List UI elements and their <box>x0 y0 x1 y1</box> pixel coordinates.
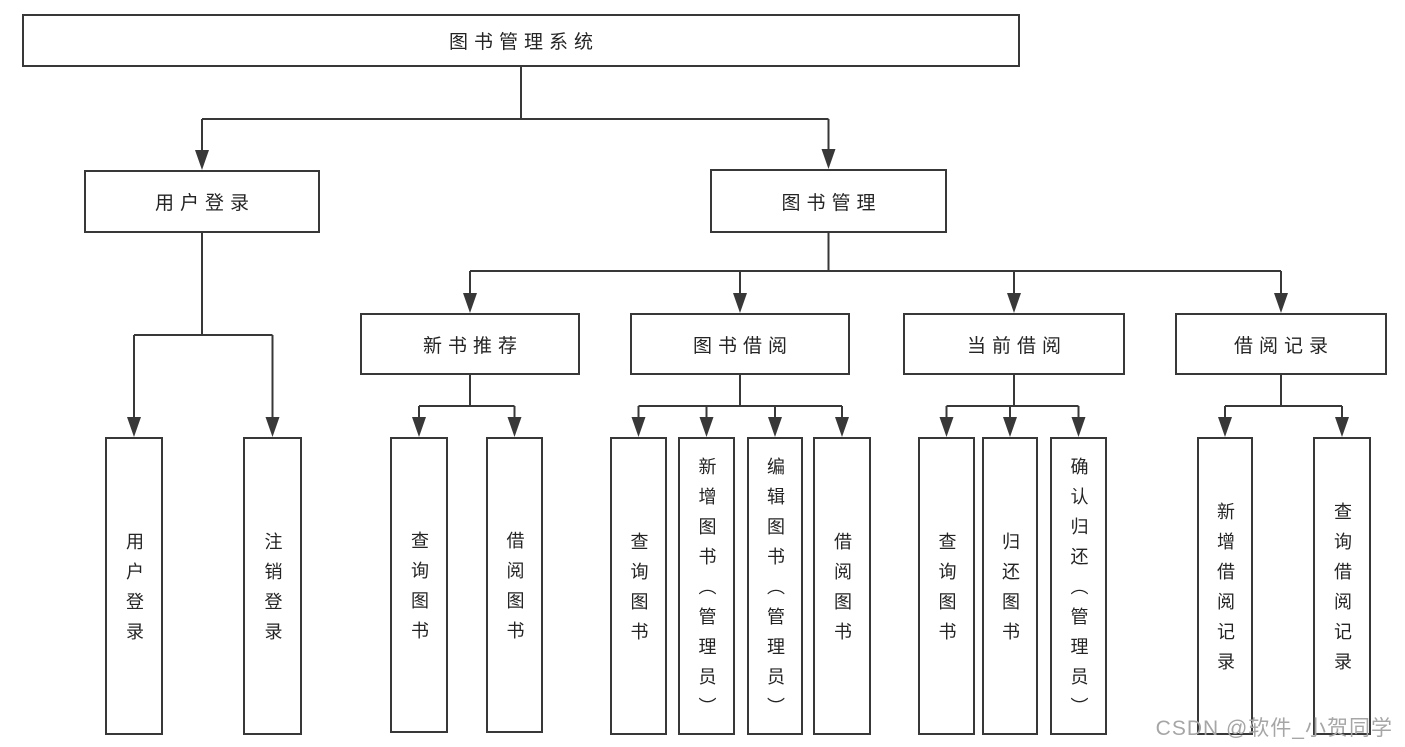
box-label-user-login: 用户登录 <box>154 193 255 214</box>
box-label-borrowing-records: 借阅记录 <box>1233 335 1334 357</box>
arrowhead-icon <box>835 417 849 437</box>
box-v-return-books: 归还图书 <box>982 437 1038 735</box>
box-v-confirm-return: 确认归还（管理员） <box>1050 437 1107 735</box>
box-label-v-edit-books: 编辑图书（管理员） <box>765 457 785 727</box>
box-v-user-login: 用户登录 <box>105 437 163 735</box>
box-label-v-user-login: 用户登录 <box>124 532 144 652</box>
watermark: CSDN @软件_小贺同学 <box>1155 717 1393 740</box>
arrowhead-icon <box>1007 293 1021 313</box>
arrowhead-icon <box>195 150 209 170</box>
box-label-v-return-books: 归还图书 <box>1000 532 1020 652</box>
box-label-v-query-books-3: 查询图书 <box>936 532 957 652</box>
arrowhead-icon <box>1071 417 1086 437</box>
box-user-login: 用户登录 <box>84 170 320 233</box>
box-label-v-borrow-books-2: 借阅图书 <box>832 532 852 652</box>
arrowhead-icon <box>127 417 141 437</box>
box-v-add-borrow-record: 新增借阅记录 <box>1197 437 1253 735</box>
box-v-borrow-books-1: 借阅图书 <box>486 437 543 733</box>
box-label-v-logout: 注销登录 <box>262 532 283 652</box>
arrowhead-icon <box>507 417 522 437</box>
box-label-v-confirm-return: 确认归还（管理员） <box>1068 457 1089 727</box>
box-v-query-books-3: 查询图书 <box>918 437 975 735</box>
arrowhead-icon <box>1335 417 1349 437</box>
box-label-v-query-borrow-record: 查询借阅记录 <box>1332 502 1352 682</box>
box-v-query-books-2: 查询图书 <box>610 437 667 735</box>
box-label-book-management: 图书管理 <box>781 192 882 214</box>
arrowhead-icon <box>768 417 782 437</box>
box-label-root: 图书管理系统 <box>448 32 599 53</box>
box-new-book-recommend: 新书推荐 <box>360 313 580 375</box>
arrowhead-icon <box>1274 293 1288 313</box>
box-label-current-borrowing: 当前借阅 <box>966 335 1067 357</box>
arrowhead-icon <box>463 293 477 313</box>
box-label-v-add-books: 新增图书（管理员） <box>696 457 717 727</box>
box-root: 图书管理系统 <box>22 14 1020 67</box>
box-label-v-query-books-1: 查询图书 <box>409 531 429 651</box>
tree-edge-lines <box>133 67 1343 421</box>
box-label-v-add-borrow-record: 新增借阅记录 <box>1215 502 1235 682</box>
box-book-borrowing: 图书借阅 <box>630 313 850 375</box>
box-label-v-borrow-books-1: 借阅图书 <box>504 531 525 651</box>
arrowhead-icon <box>1218 417 1232 437</box>
box-v-query-borrow-record: 查询借阅记录 <box>1313 437 1371 735</box>
arrowhead-icon <box>699 417 714 437</box>
box-v-edit-books: 编辑图书（管理员） <box>747 437 803 735</box>
arrowhead-icon <box>821 149 836 169</box>
box-v-logout: 注销登录 <box>243 437 302 735</box>
box-v-add-books: 新增图书（管理员） <box>678 437 735 735</box>
box-label-book-borrowing: 图书借阅 <box>692 335 793 357</box>
arrowhead-icon <box>412 417 426 437</box>
box-label-new-book-recommend: 新书推荐 <box>422 335 523 357</box>
box-current-borrowing: 当前借阅 <box>903 313 1125 375</box>
box-v-borrow-books-2: 借阅图书 <box>813 437 871 735</box>
arrowhead-icon <box>939 417 954 437</box>
arrowhead-icon <box>631 417 646 437</box>
arrowhead-icon <box>1003 417 1017 437</box>
box-v-query-books-1: 查询图书 <box>390 437 448 733</box>
box-label-v-query-books-2: 查询图书 <box>628 532 649 652</box>
box-book-management: 图书管理 <box>710 169 947 233</box>
box-borrowing-records: 借阅记录 <box>1175 313 1387 375</box>
arrowhead-icon <box>733 293 747 313</box>
arrowhead-icon <box>265 417 280 437</box>
